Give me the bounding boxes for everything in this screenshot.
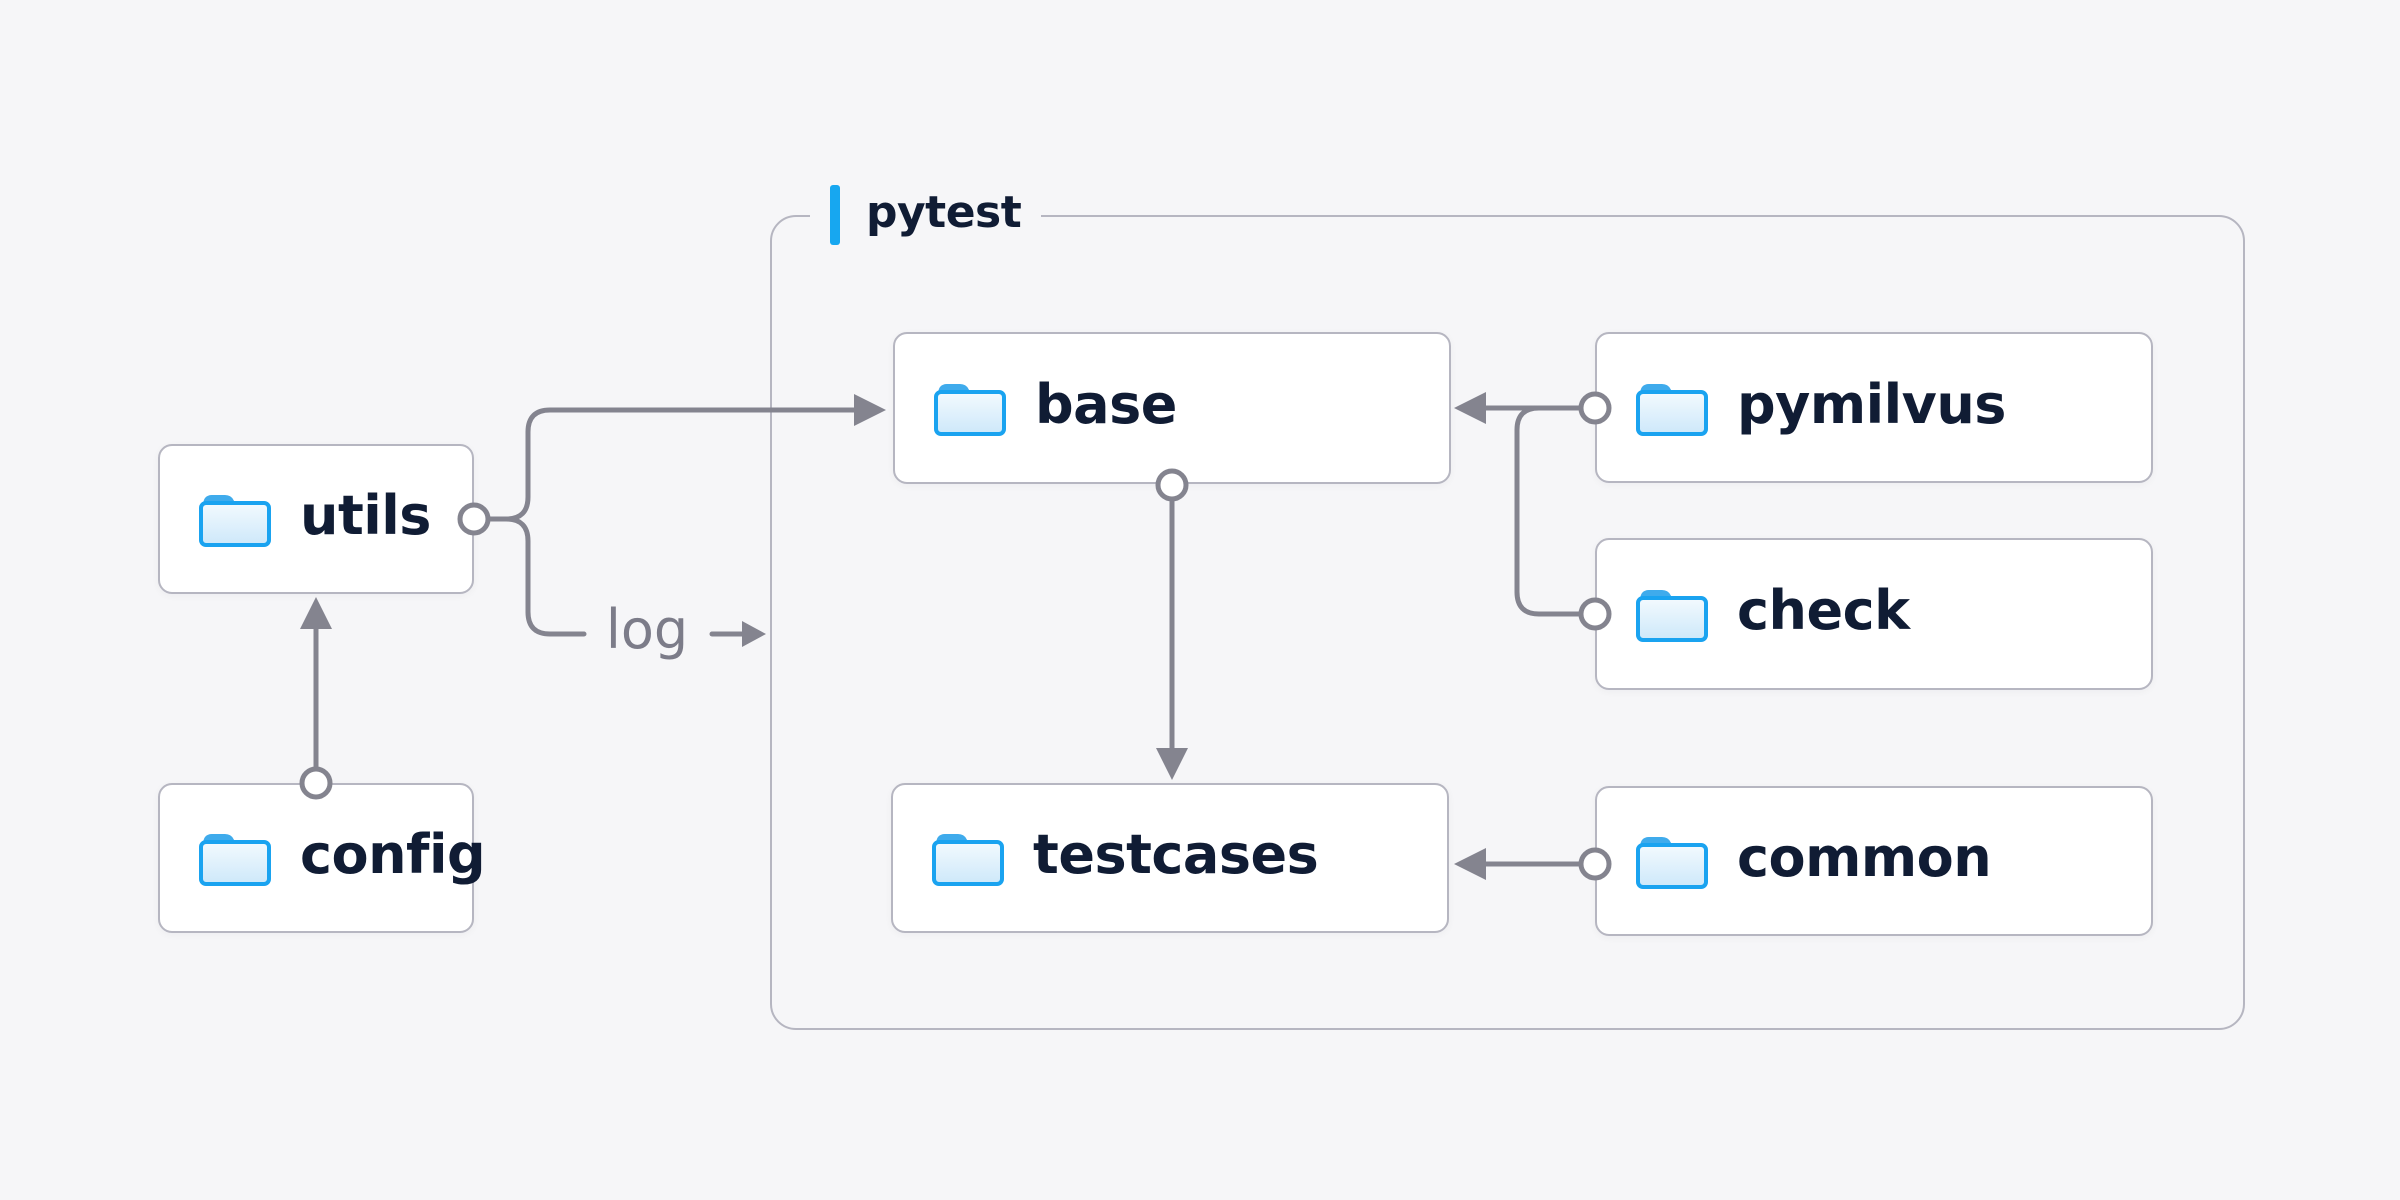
node-label: config xyxy=(300,823,486,886)
folder-icon xyxy=(198,490,272,548)
node-testcases: testcases xyxy=(891,783,1449,933)
node-label: check xyxy=(1737,579,1910,642)
folder-icon xyxy=(198,829,272,887)
node-check: check xyxy=(1595,538,2153,690)
pytest-group-label-text: pytest xyxy=(866,187,1022,238)
node-label: base xyxy=(1035,373,1177,436)
folder-icon xyxy=(933,379,1007,437)
accent-bar-icon xyxy=(830,185,840,245)
node-label: pymilvus xyxy=(1737,372,2006,436)
pytest-group-box xyxy=(770,215,2245,1030)
folder-icon xyxy=(1635,585,1709,643)
arrowhead-log xyxy=(742,621,766,647)
node-label: testcases xyxy=(1033,823,1319,886)
folder-icon xyxy=(1635,832,1709,890)
node-config: config xyxy=(158,783,486,933)
folder-icon xyxy=(931,829,1005,887)
edge-utils-log xyxy=(503,516,587,637)
node-label: utils xyxy=(300,484,431,547)
pytest-group-label: pytest xyxy=(810,183,1042,247)
node-common: common xyxy=(1595,786,2153,936)
node-base: base xyxy=(893,332,1451,484)
node-utils: utils xyxy=(158,444,474,594)
arrowhead-config-utils xyxy=(300,597,332,629)
node-label: common xyxy=(1737,826,1992,889)
folder-icon xyxy=(1635,379,1709,437)
node-pymilvus: pymilvus xyxy=(1595,332,2153,483)
edge-label-log: log xyxy=(605,598,689,661)
